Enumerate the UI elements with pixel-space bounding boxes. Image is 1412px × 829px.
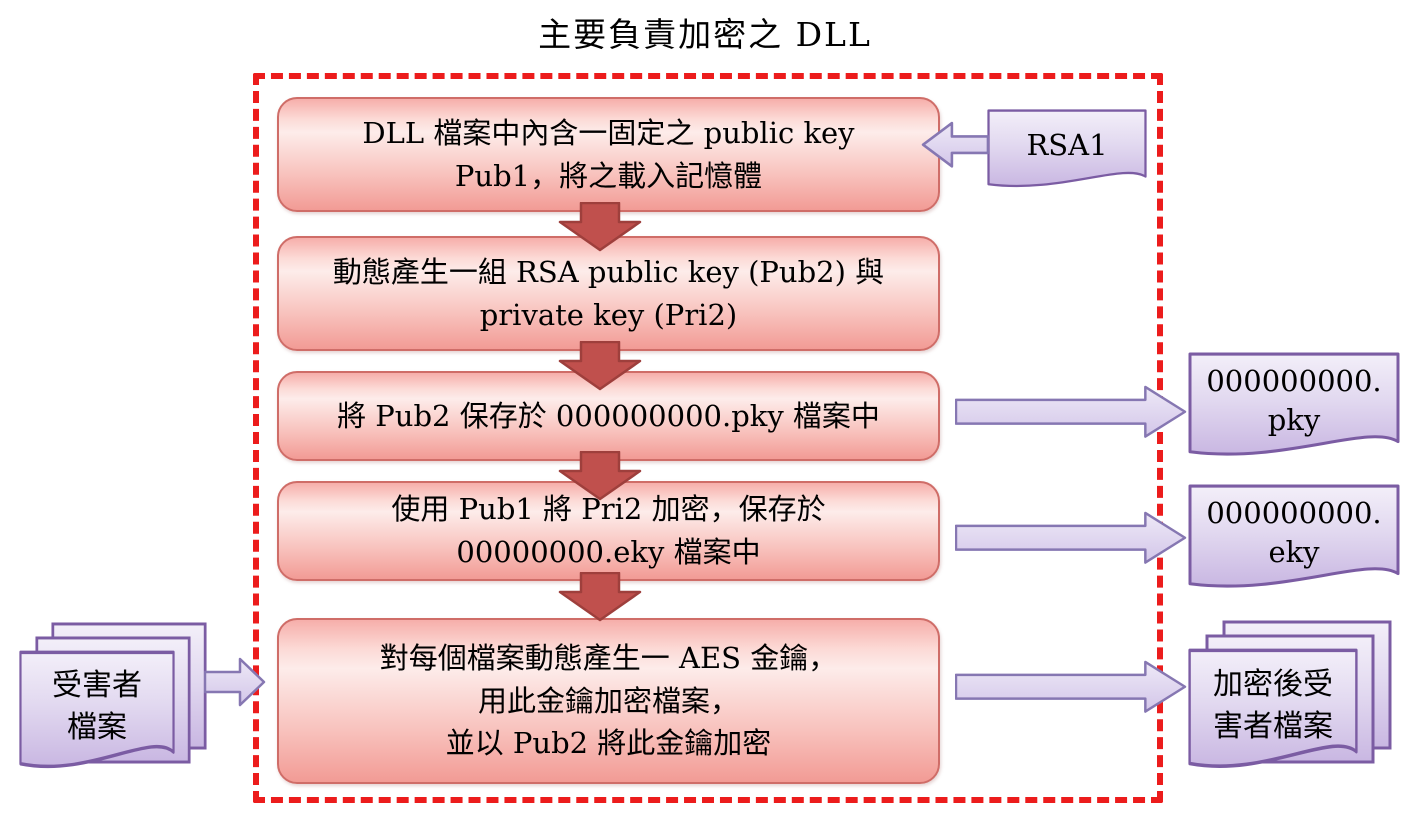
document-label: 000000000. pky (1206, 363, 1382, 438)
document-rsa1: RSA1 (987, 109, 1147, 195)
document-pky-file: 000000000. pky (1188, 352, 1400, 466)
arrow-right-icon (203, 656, 266, 708)
document-icon (987, 109, 1147, 188)
document-label: 000000000. eky (1206, 495, 1382, 570)
arrow-down-icon (558, 450, 642, 501)
step-generate-rsa-pair: 動態產生一組 RSA public key (Pub2) 與 private k… (277, 236, 940, 351)
step-load-public-key: DLL 檔案中內含一固定之 public key Pub1，將之載入記憶體 (277, 97, 940, 212)
document-icon: 加密後受 害者檔案 (1188, 648, 1358, 780)
arrow-down-icon (558, 340, 642, 391)
document-stack-victim-files: 受害者 檔案 (18, 622, 218, 792)
document-stack-encrypted-victim-files: 加密後受 害者檔案 (1188, 620, 1400, 792)
arrow-left-icon (921, 121, 990, 169)
arrow-down-icon (558, 571, 642, 622)
diagram-title: 主要負責加密之 DLL (538, 15, 872, 54)
arrow-right-icon (954, 383, 1187, 441)
arrow-down-icon (558, 201, 642, 252)
document-label: 受害者 檔案 (52, 668, 142, 746)
arrow-right-icon (954, 658, 1187, 716)
document-eky-file: 000000000. eky (1188, 484, 1400, 598)
step-aes-encrypt-files: 對每個檔案動態產生一 AES 金鑰， 用此金鑰加密檔案， 並以 Pub2 將此金… (277, 618, 940, 784)
document-icon (1188, 484, 1400, 588)
document-label: RSA1 (1026, 128, 1108, 163)
dll-boundary-dashed-frame (253, 73, 1163, 803)
arrow-right-icon (954, 509, 1187, 567)
document-label: 加密後受 害者檔案 (1213, 667, 1333, 745)
document-icon: 受害者 檔案 (19, 650, 175, 780)
document-icon (1188, 352, 1400, 456)
